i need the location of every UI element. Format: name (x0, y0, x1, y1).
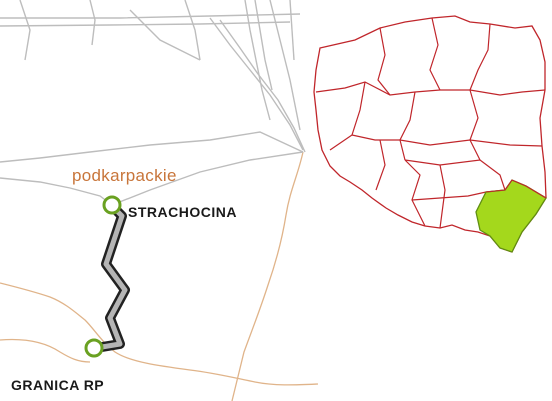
network-line (289, 0, 295, 61)
voivodeship-border (469, 23, 491, 91)
border-lines (0, 151, 319, 401)
voivodeship-border (404, 159, 506, 191)
network-line (0, 131, 304, 163)
voivodeship-borders (315, 17, 546, 229)
pipeline-route (91, 201, 130, 353)
border-point-marker[interactable] (84, 338, 104, 358)
voivodeship-border (351, 134, 543, 147)
voivodeship-border (469, 89, 481, 161)
voivodeship-border (231, 151, 304, 401)
voivodeship-border (315, 81, 546, 96)
network-line (254, 0, 273, 91)
inset-map-poland (313, 15, 547, 253)
highlight-inner-border (485, 179, 547, 199)
voivodeship-border (329, 81, 366, 151)
voivodeship-border (399, 91, 416, 161)
border-point-label: GRANICA RP (11, 377, 105, 393)
network-line (111, 151, 304, 206)
voivodeship-border (375, 139, 386, 191)
gas-network (0, 0, 306, 206)
network-line (219, 19, 306, 153)
voivodeship-border (404, 159, 426, 227)
network-line (209, 17, 304, 151)
network-line (129, 9, 201, 61)
network-line (0, 21, 291, 27)
voivodeship-border (377, 27, 391, 96)
region-label: podkarpackie (72, 166, 177, 185)
pipeline-fill (93, 203, 128, 351)
network-line (89, 0, 96, 46)
state-border (0, 282, 319, 386)
network-line (184, 0, 201, 61)
secondary-border (0, 338, 91, 363)
network-line (0, 13, 301, 19)
network-line (244, 0, 271, 121)
network-line (19, 0, 31, 61)
strachocina-label: STRACHOCINA (128, 204, 237, 220)
voivodeship-border (439, 164, 446, 229)
voivodeship-border (429, 17, 441, 91)
strachocina-marker[interactable] (102, 195, 122, 215)
network-line (0, 177, 113, 206)
network-line (269, 0, 301, 131)
